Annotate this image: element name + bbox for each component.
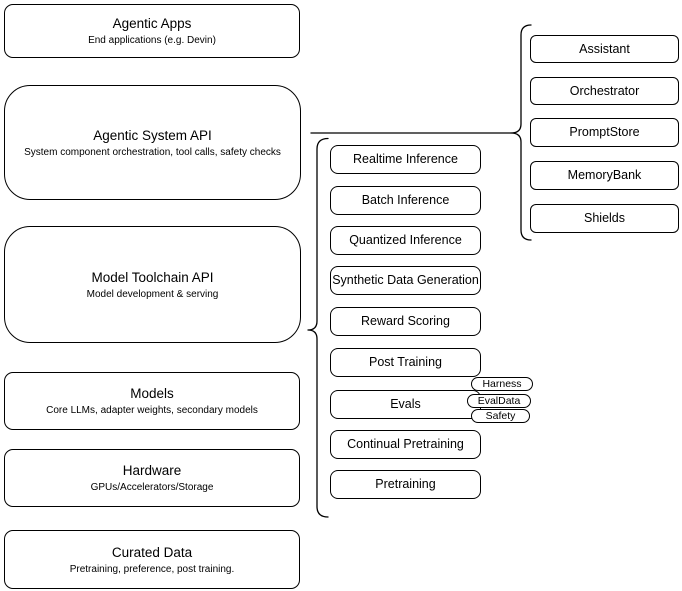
node-subtitle: Model development & serving <box>86 288 219 300</box>
node-subtitle: End applications (e.g. Devin) <box>88 35 216 46</box>
node-orchestrator: Orchestrator <box>530 77 679 105</box>
node-batch-inference: Batch Inference <box>330 186 481 215</box>
node-agentic-system-api: Agentic System API System component orch… <box>4 85 301 200</box>
tag-safety: Safety <box>471 409 530 423</box>
system-components-brace <box>510 24 532 241</box>
node-assistant: Assistant <box>530 35 679 63</box>
node-shields: Shields <box>530 204 679 233</box>
node-realtime-inference: Realtime Inference <box>330 145 481 174</box>
node-hardware: Hardware GPUs/Accelerators/Storage <box>4 449 300 507</box>
toolchain-brace <box>307 137 329 518</box>
node-subtitle: GPUs/Accelerators/Storage <box>90 482 214 493</box>
node-title: Agentic System API <box>93 127 212 143</box>
node-memorybank: MemoryBank <box>530 161 679 190</box>
node-continual-pretraining: Continual Pretraining <box>330 430 481 459</box>
node-quantized-inference: Quantized Inference <box>330 226 481 255</box>
node-title: Models <box>130 386 174 401</box>
node-title: Agentic Apps <box>112 16 192 31</box>
tag-harness: Harness <box>471 377 533 391</box>
node-model-toolchain-api: Model Toolchain API Model development & … <box>4 226 301 343</box>
node-synthetic-data-generation: Synthetic Data Generation <box>330 266 481 295</box>
node-title: Model Toolchain API <box>91 269 214 285</box>
node-reward-scoring: Reward Scoring <box>330 307 481 336</box>
node-agentic-apps: Agentic Apps End applications (e.g. Devi… <box>4 4 300 58</box>
node-title: Curated Data <box>111 544 193 560</box>
node-subtitle: System component orchestration, tool cal… <box>24 146 281 158</box>
tag-evaldata: EvalData <box>467 394 531 408</box>
node-subtitle: Pretraining, preference, post training. <box>69 563 235 575</box>
node-post-training: Post Training <box>330 348 481 377</box>
node-subtitle: Core LLMs, adapter weights, secondary mo… <box>46 405 258 416</box>
node-curated-data: Curated Data Pretraining, preference, po… <box>4 530 300 589</box>
node-evals: Evals <box>330 390 481 419</box>
node-models: Models Core LLMs, adapter weights, secon… <box>4 372 300 430</box>
node-promptstore: PromptStore <box>530 118 679 147</box>
node-pretraining: Pretraining <box>330 470 481 499</box>
node-title: Hardware <box>122 463 182 478</box>
